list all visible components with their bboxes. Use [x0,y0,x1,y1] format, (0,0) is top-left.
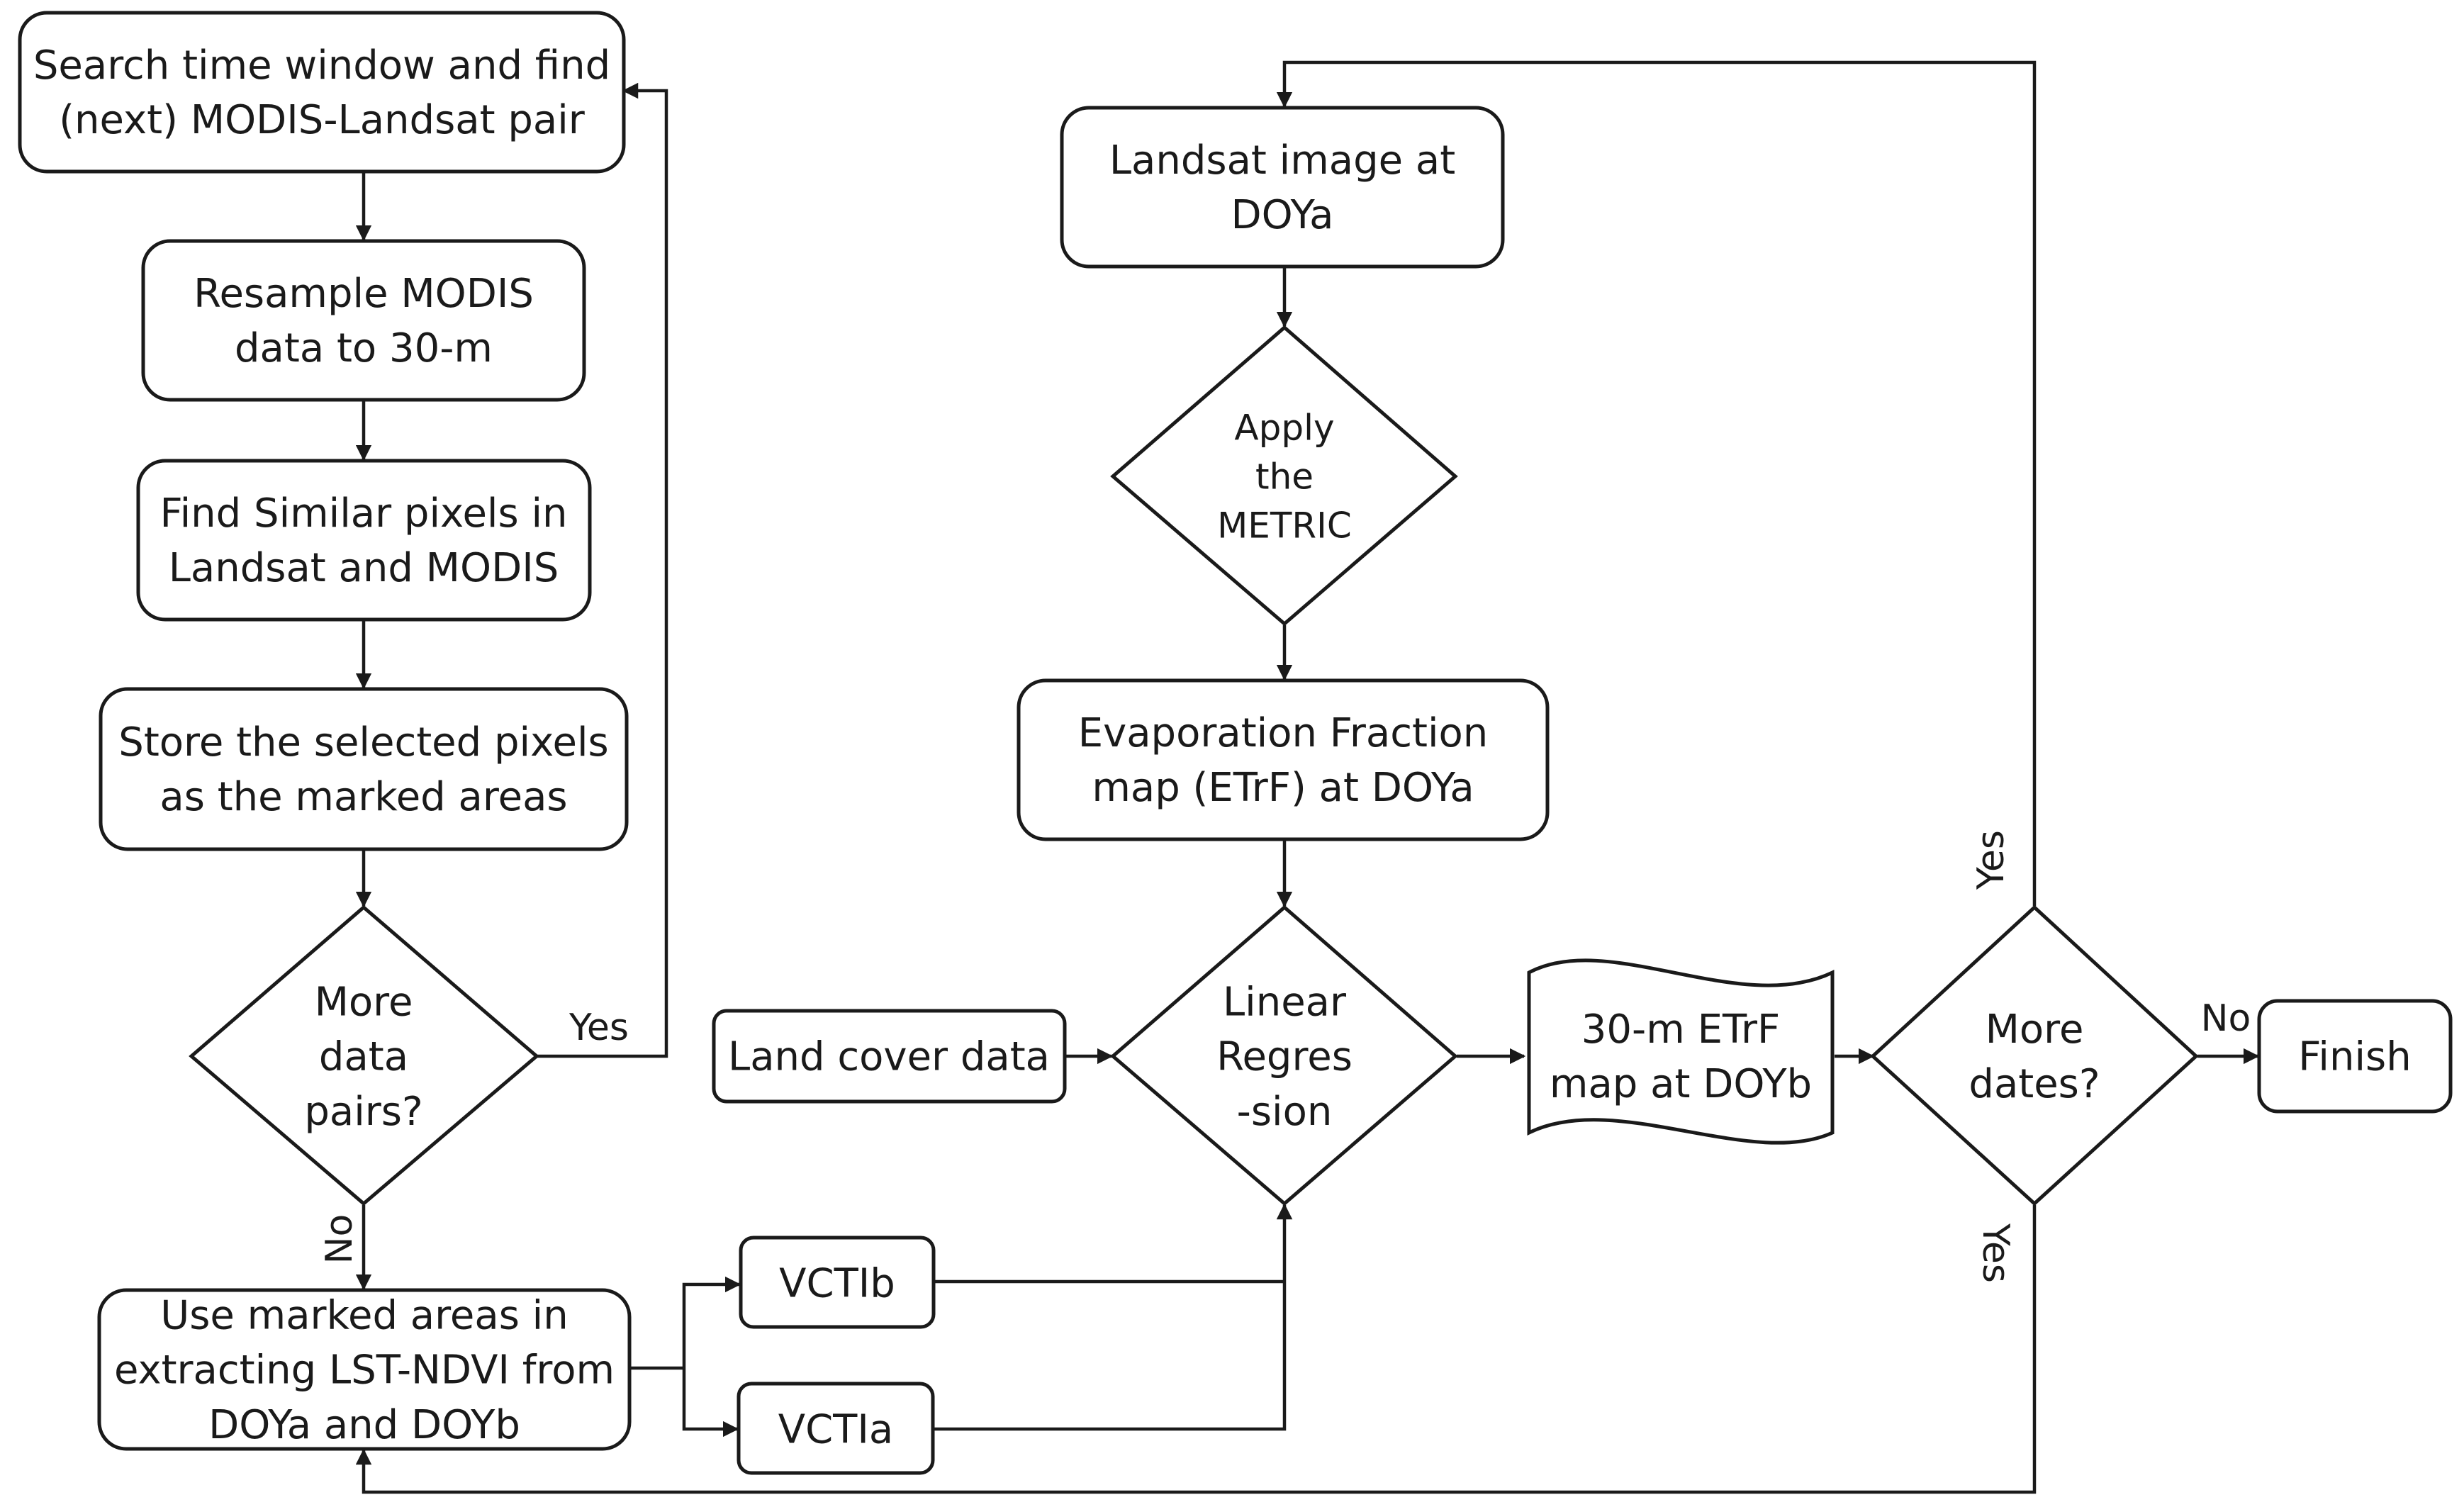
finish-box [2257,999,2453,1114]
node-label-line: Landsat and MODIS [169,545,559,591]
land-cover-text: Land cover data [728,1034,1050,1080]
node-label-line: (next) MODIS-Landsat pair [59,97,586,143]
edges [355,60,2260,1494]
pairs-yes-label: Yes [569,1007,629,1049]
node-label-line: map (ETrF) at DOYa [1092,765,1474,811]
store-pixels-text: Store the selected pixels as the marked a… [118,719,608,820]
edge-to-vctib [682,1276,741,1368]
dates-yes-top-label: Yes [1970,830,2012,890]
etrf-30m-text: 30-m ETrF map at DOYb [1550,1007,1812,1107]
node-label-line: VCTIb [779,1261,895,1307]
vctia-box [737,1382,935,1475]
node-label-line: Land cover data [728,1034,1050,1080]
vctib-box [739,1236,936,1329]
node-label-line: data [319,1034,408,1080]
node-label-line: 30-m ETrF [1581,1007,1780,1053]
use-marked-text: Use marked areas in extracting LST-NDVI f… [114,1292,615,1448]
node-label-line: map at DOYb [1550,1061,1812,1107]
etrf-30m-document [1527,958,1835,1145]
evap-fraction-text: Evaporation Fraction map (ETrF) at DOYa [1078,710,1489,811]
edge-more-dates-yes-top-loop [1276,60,2037,906]
node-label-line: Evaporation Fraction [1078,710,1489,756]
node-label-line: data to 30-m [235,325,493,371]
node-label-line: Apply [1234,408,1334,449]
node-label-line: extracting LST-NDVI from [114,1348,615,1394]
nodes: Search time window and find (next) MODIS-… [18,11,2453,1475]
node-label-line: Linear [1223,979,1347,1025]
find-similar-box [136,459,592,622]
node-label-line: METRIC [1217,505,1352,547]
landsat-image-box [1060,106,1505,269]
node-label-line: Finish [2298,1034,2411,1080]
linear-reg-diamond [1110,904,1458,1206]
node-label-line: Landsat image at [1109,138,1455,184]
search-pair-box [18,11,626,174]
more-dates-text: More dates? [1969,1007,2100,1107]
node-label-line: VCTIa [778,1407,893,1453]
node-label-line: pairs? [304,1089,422,1135]
node-label-line: Find Similar pixels in [159,491,567,537]
resample-modis-box [141,239,586,402]
finish-text: Finish [2298,1034,2411,1080]
more-pairs-diamond [189,904,539,1206]
more-pairs-text: More data pairs? [304,979,422,1135]
vctia-text: VCTIa [778,1407,893,1453]
more-dates-diamond [1870,904,2199,1206]
node-label-line: More [1986,1007,2084,1053]
resample-modis-text: Resample MODIS data to 30-m [194,271,534,371]
node-label-line: Regres [1216,1034,1353,1080]
edge-labels: Yes No Yes No Yes [318,830,2251,1283]
edge-to-vctia [682,1368,739,1438]
edge-more-pairs-yes-loop [537,82,668,1058]
apply-metric-diamond [1110,325,1458,627]
node-label-line: the [1255,456,1314,498]
find-similar-text: Find Similar pixels in Landsat and MODIS [159,491,567,591]
search-pair-text: Search time window and find (next) MODIS-… [33,43,610,143]
node-label-line: DOYa and DOYb [208,1402,520,1448]
landsat-image-text: Landsat image at DOYa [1109,138,1455,238]
node-label-line: Store the selected pixels [118,719,608,766]
node-label-line: dates? [1969,1061,2100,1107]
node-label-line: DOYa [1231,192,1334,238]
edge-more-dates-yes-bottom-loop [355,1205,2037,1494]
vctib-text: VCTIb [779,1261,895,1307]
land-cover-box [712,1009,1067,1104]
node-label-line: Resample MODIS [194,271,534,317]
node-label-line: Search time window and find [33,43,610,89]
evap-fraction-box [1017,678,1550,841]
node-label-line: -sion [1237,1089,1333,1135]
store-pixels-box [99,687,629,851]
node-label-line: as the marked areas [159,774,567,820]
dates-no-label: No [2201,997,2251,1040]
use-marked-box [97,1288,632,1451]
edge-vctia-to-linear-reg [934,1203,1293,1431]
node-label-line: More [315,979,413,1025]
dates-yes-bottom-label: Yes [1974,1223,2017,1283]
pairs-no-label: No [318,1214,361,1265]
node-label-line: Use marked areas in [160,1292,568,1338]
